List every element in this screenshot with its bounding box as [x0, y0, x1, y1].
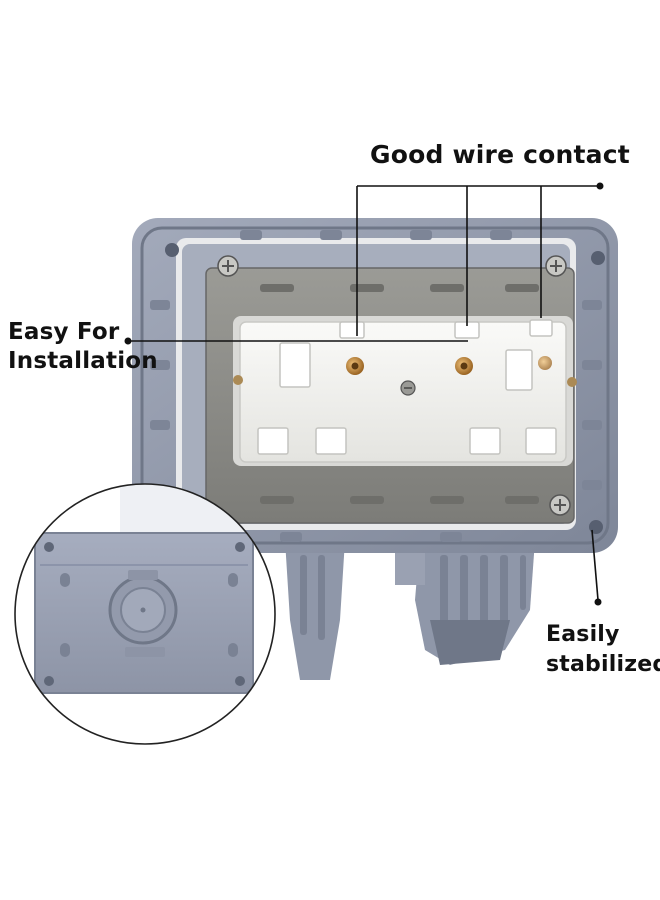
callout-easily-stabilized: Easily stabilized: [546, 620, 660, 680]
plate-screw-icon: [217, 255, 571, 516]
enclosure-legs: [285, 540, 535, 680]
callout-easy-for-installation: Easy For Installation: [8, 318, 158, 376]
back-view-inset: [14, 483, 276, 745]
callout-stable-line-2: stabilized: [546, 652, 660, 677]
callout-easy-line-1: Easy For: [8, 319, 120, 345]
callout-dots: [124, 182, 604, 606]
terminal-icon: [346, 356, 552, 375]
double-socket: [233, 316, 577, 466]
callout-stable-line-1: Easily: [546, 622, 620, 647]
callout-good-wire-contact: Good wire contact: [370, 140, 630, 169]
callout-lines: [128, 185, 600, 601]
callout-easy-line-2: Installation: [8, 348, 158, 374]
